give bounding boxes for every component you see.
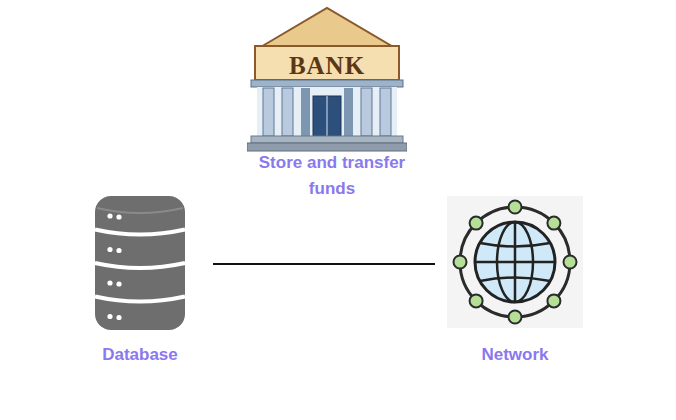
network-icon (445, 190, 585, 340)
bank-node: BANKStore and transfer funds (247, 4, 407, 202)
bank-sign: BANK (247, 52, 407, 80)
connector-line (213, 263, 435, 265)
database-node: Database (80, 190, 200, 368)
node-caption: Database (80, 342, 200, 368)
node-caption: Store and transfer funds (247, 150, 417, 202)
database-icon (80, 190, 200, 340)
network-node: Network (445, 190, 585, 368)
node-caption: Network (445, 342, 585, 368)
